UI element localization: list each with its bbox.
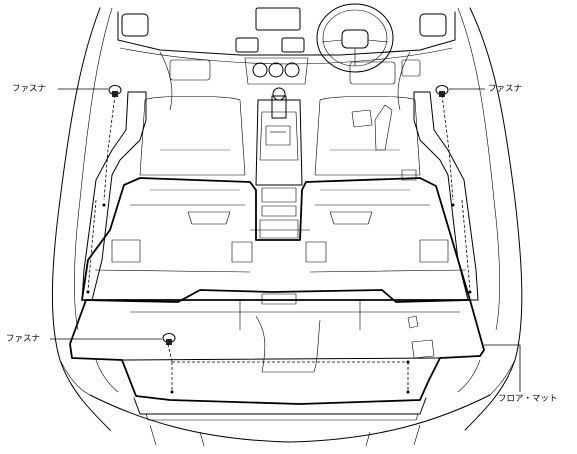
leader-lines <box>50 88 521 392</box>
floor-mat-label: フロア・マット <box>498 394 558 404</box>
vehicle-body-outline <box>51 7 523 443</box>
dashboard <box>117 7 456 111</box>
rear-floor-mat <box>69 293 485 421</box>
fastener-label-top-right: ファスナ <box>488 84 523 94</box>
fastener-rear-icon <box>162 333 176 345</box>
fastener-top-right-icon <box>435 85 449 97</box>
fastener-label-rear: ファスナ <box>6 334 41 344</box>
steering-wheel <box>316 3 394 73</box>
side-trim <box>81 91 479 301</box>
front-floor-mat <box>81 177 471 303</box>
rear-area-details <box>95 359 481 447</box>
fastener-label-top-left: ファスナ <box>12 84 47 94</box>
front-seats <box>139 95 421 181</box>
fastener-top-left-icon <box>108 85 122 97</box>
